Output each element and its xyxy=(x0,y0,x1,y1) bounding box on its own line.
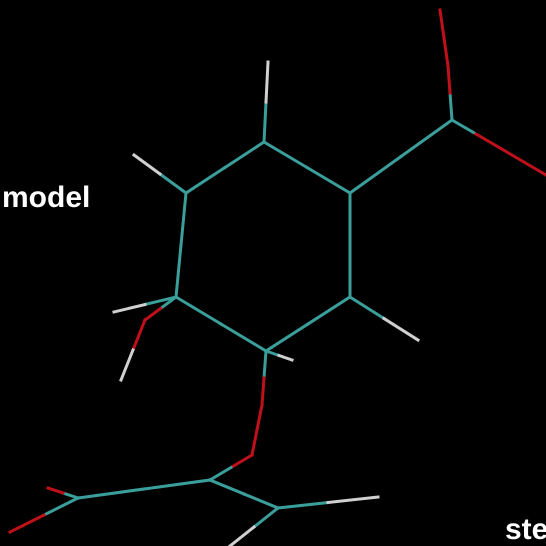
bond-ca-cc2-half-2 xyxy=(242,492,280,510)
bond-cb-cbh-half-1 xyxy=(61,491,80,500)
bond-cc-o1-half-1 xyxy=(448,91,454,122)
bond-c5-o5-half-2 xyxy=(142,306,163,323)
bond-c4-o4-half-2 xyxy=(260,376,266,407)
bond-c4-c5-half-1 xyxy=(218,321,269,354)
bond-cc2-ccd-half-2 xyxy=(227,524,257,546)
bond-cc-o2-half-2 xyxy=(473,131,503,151)
bond-c5-c6-half-1 xyxy=(174,243,183,299)
bond-c2-cc-half-2 xyxy=(398,117,455,159)
bond-c4-c5-half-2 xyxy=(173,294,224,327)
bond-c4-o4-half-1 xyxy=(262,349,268,380)
bond-cb-cbo-half-1 xyxy=(41,495,81,518)
bond-o4b-ca-half-2 xyxy=(207,465,234,483)
bond-c3-h3-half-1 xyxy=(347,294,387,321)
bond-c6-c1-half-2 xyxy=(222,139,267,170)
bond-o1-o1t-half-1 xyxy=(442,36,450,68)
bond-c2-cc-half-1 xyxy=(347,154,404,196)
bond-ca-cb-half-2 xyxy=(76,487,146,500)
model-label: model xyxy=(2,181,91,214)
bond-c3-c4-half-1 xyxy=(305,294,353,327)
bond-c1-h1-half-1 xyxy=(262,100,268,144)
bond-c1-c2-half-1 xyxy=(261,139,310,170)
bond-ca-cb-half-1 xyxy=(142,478,212,491)
bond-o2-o2t-half-1 xyxy=(497,145,526,164)
bond-o2-o2t-half-2 xyxy=(520,159,546,177)
bond-o4-o4b-half-1 xyxy=(255,403,264,432)
bond-c1-h1-half-2 xyxy=(264,60,270,104)
bond-c6-h6-half-1 xyxy=(157,171,189,196)
bond-o4b-ca-half-1 xyxy=(228,452,255,470)
bond-o5-h5o-half-2 xyxy=(119,348,135,382)
bond-o1-o1t-half-2 xyxy=(438,8,446,40)
bond-c6-c1-half-1 xyxy=(183,165,228,196)
bond-cc-o1-half-2 xyxy=(446,64,452,95)
bond-cc2-cch-half-2 xyxy=(326,495,380,505)
bond-c5-h5a-half-2 xyxy=(112,302,147,314)
bond-cc-o2-half-1 xyxy=(449,117,479,137)
bond-o4-o4b-half-2 xyxy=(250,428,259,457)
bond-o5-h5o-half-1 xyxy=(131,318,147,352)
bond-group xyxy=(7,8,546,546)
bond-cc2-cch-half-1 xyxy=(276,500,330,510)
corner-label: ste xyxy=(505,513,546,546)
bond-cb-cbo-half-2 xyxy=(7,512,47,535)
bond-ca-cc2-half-1 xyxy=(208,478,246,496)
bond-c3-c4-half-2 xyxy=(263,321,311,354)
bond-c1-c2-half-2 xyxy=(304,165,353,196)
bond-c5-h5a-half-1 xyxy=(143,295,178,307)
bond-c4-h4-half-1 xyxy=(264,349,281,358)
bond-cb-cbh-half-2 xyxy=(46,486,65,495)
bond-c4-h4-half-2 xyxy=(277,353,294,362)
bond-c6-h6-half-2 xyxy=(131,152,163,177)
bond-c3-h3-half-2 xyxy=(381,316,421,343)
bond-cc2-ccd-half-1 xyxy=(251,505,281,530)
bond-c5-c6-half-2 xyxy=(179,191,188,247)
